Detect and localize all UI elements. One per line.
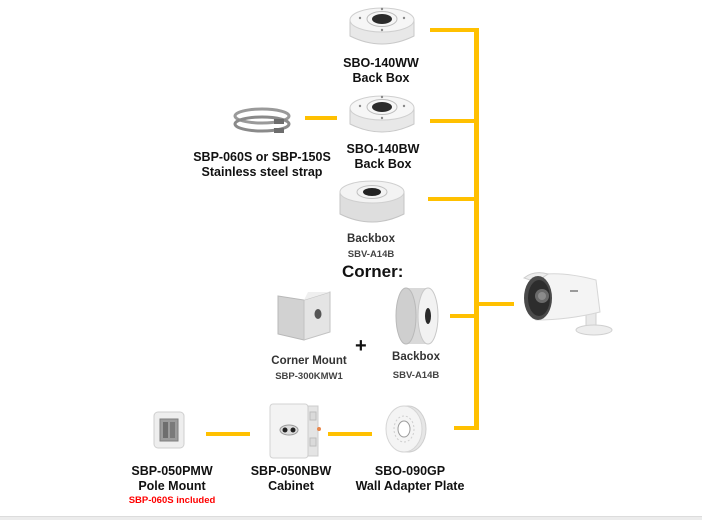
corner-heading: Corner: xyxy=(342,262,404,281)
cabinet-model: SBP-050NBW xyxy=(250,464,332,478)
connector-backbox-a14b xyxy=(428,197,476,201)
pole-mount-image xyxy=(152,410,186,450)
bottom-divider xyxy=(0,516,702,520)
connector-wall-plate xyxy=(454,426,478,430)
sbo-140bw-desc: Back Box xyxy=(354,157,412,171)
corner-mount-icon xyxy=(277,291,331,341)
connector-pole-to-cabinet xyxy=(206,432,250,436)
connector-sbo-140bw xyxy=(430,119,476,123)
back-box-icon xyxy=(349,7,415,45)
backbox-icon xyxy=(339,180,405,223)
corner-mount-model: SBP-300KMW1 xyxy=(275,371,343,382)
sbo-140ww-model: SBO-140WW xyxy=(343,56,419,70)
sbo-140bw-image xyxy=(346,92,418,138)
camera-image xyxy=(518,268,622,342)
wall-plate-image xyxy=(384,404,428,454)
connector-corner xyxy=(450,314,476,318)
sbo-140ww-label: SBO-140WW Back Box xyxy=(343,56,419,86)
pole-mount-desc: Pole Mount xyxy=(138,479,206,493)
back-box-icon xyxy=(349,95,415,133)
backbox-a14b-model: SBV-A14B xyxy=(347,249,395,260)
corner-mount-label: Corner Mount SBP-300KMW1 xyxy=(271,354,346,384)
plus-sign: + xyxy=(355,335,367,357)
strap-image xyxy=(232,104,296,140)
sbo-140bw-label: SBO-140BW Back Box xyxy=(347,142,420,172)
wall-plate-model: SBO-090GP xyxy=(374,464,446,478)
connector-trunk xyxy=(474,28,479,430)
steel-strap-icon xyxy=(233,107,291,133)
corner-backbox-label: Backbox SBV-A14B xyxy=(392,350,440,383)
pole-mount-label: SBP-050PMW Pole Mount SBP-060S included xyxy=(129,464,216,507)
connector-sbo-140ww xyxy=(430,28,479,32)
strap-model: SBP-060S or SBP-150S xyxy=(193,150,331,164)
connector-camera xyxy=(478,302,514,306)
connector-strap-to-sbo-140bw xyxy=(305,116,337,120)
pole-mount-model: SBP-050PMW xyxy=(131,464,213,478)
cabinet-desc: Cabinet xyxy=(268,479,314,493)
backbox-side-icon xyxy=(395,287,439,345)
strap-label: SBP-060S or SBP-150S Stainless steel str… xyxy=(193,150,331,180)
cabinet-icon xyxy=(269,403,321,459)
corner-backbox-desc: Backbox xyxy=(392,351,440,363)
connector-cabinet-to-plate xyxy=(328,432,372,436)
bullet-camera-icon xyxy=(522,272,613,336)
cabinet-label: SBP-050NBW Cabinet xyxy=(251,464,332,494)
corner-mount-desc: Corner Mount xyxy=(271,355,347,367)
pole-mount-note: SBP-060S included xyxy=(128,495,216,506)
strap-desc: Stainless steel strap xyxy=(201,165,323,179)
backbox-a14b-image xyxy=(336,178,408,228)
corner-mount-image xyxy=(274,290,336,342)
sbo-140bw-model: SBO-140BW xyxy=(346,142,420,156)
wall-plate-desc: Wall Adapter Plate xyxy=(355,479,465,493)
corner-backbox-model: SBV-A14B xyxy=(392,370,440,381)
corner-backbox-image xyxy=(392,284,442,348)
backbox-a14b-desc: Backbox xyxy=(347,233,395,245)
wall-plate-label: SBO-090GP Wall Adapter Plate xyxy=(356,464,465,494)
cabinet-image xyxy=(266,402,322,460)
wall-adapter-plate-icon xyxy=(385,405,427,453)
pole-mount-icon xyxy=(153,411,185,449)
sbo-140ww-desc: Back Box xyxy=(352,71,410,85)
backbox-a14b-label: Backbox SBV-A14B xyxy=(347,232,395,262)
sbo-140ww-image xyxy=(346,4,418,50)
